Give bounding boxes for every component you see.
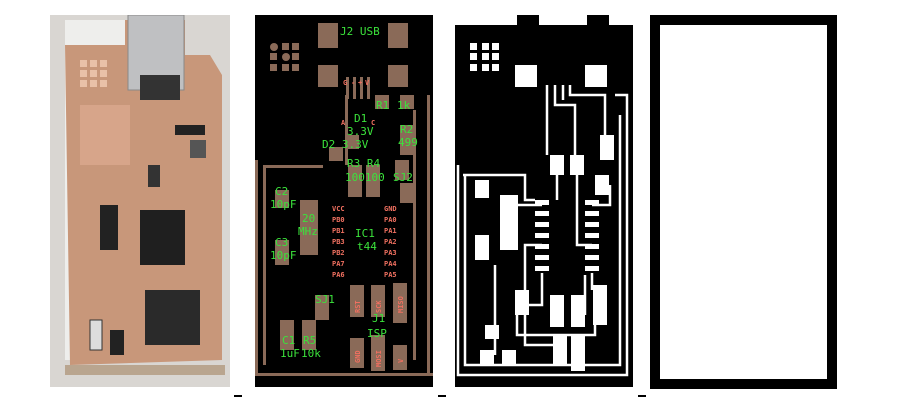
- svg-text:PB2: PB2: [332, 249, 345, 257]
- svg-text:SCK: SCK: [375, 300, 383, 313]
- r2-value: 499: [398, 136, 418, 149]
- separator-dash: [638, 395, 646, 397]
- svg-text:MISO: MISO: [397, 296, 405, 313]
- r1-label: R1: [376, 99, 389, 112]
- diode-cathode-mark: C: [371, 119, 375, 127]
- svg-text:V: V: [365, 79, 370, 87]
- usb-pin-labels: G - + V: [343, 79, 370, 87]
- board-outline: [650, 15, 837, 389]
- r2-label: R2: [400, 123, 413, 136]
- svg-text:PA5: PA5: [384, 271, 397, 279]
- c2-label: C2: [275, 185, 288, 198]
- svg-text:PA7: PA7: [332, 260, 345, 268]
- c1-value: 1uF: [280, 347, 300, 360]
- d2-label: D2 3.3V: [322, 138, 369, 151]
- svg-text:PA2: PA2: [384, 238, 397, 246]
- svg-text:PB3: PB3: [332, 238, 345, 246]
- svg-text:V: V: [397, 358, 405, 363]
- ic1-value: t44: [357, 240, 377, 253]
- separator-dash: [438, 395, 446, 397]
- svg-text:PB1: PB1: [332, 227, 345, 235]
- r3-r4-label: R3 R4: [347, 157, 380, 170]
- c2-value: 10pF: [270, 198, 297, 211]
- usb-label: J2 USB: [340, 25, 380, 38]
- svg-text:GND: GND: [354, 350, 362, 363]
- j1-label: J1: [372, 312, 385, 325]
- c3-label: C3: [275, 236, 288, 249]
- crystal-label: 20: [302, 212, 315, 225]
- svg-text:MOSI: MOSI: [375, 350, 383, 367]
- crystal-unit: MHz: [298, 225, 318, 238]
- c1-label: C1: [282, 334, 295, 347]
- sj1-label: SJ1: [315, 293, 335, 306]
- ic-left-pins: VCC PB0 PB1 PB3 PB2 PA7 PA6: [332, 205, 345, 279]
- traces-mask: [455, 15, 633, 387]
- j1-value: ISP: [367, 327, 387, 340]
- ic1-label: IC1: [355, 227, 375, 240]
- r5-value: 10k: [301, 347, 321, 360]
- board-layout: J2 USB G - + V R1 1k D1 3.3V D2 3.3V A C…: [255, 15, 433, 387]
- svg-text:-: -: [351, 79, 355, 87]
- isp-pins: RST SCK MISO GND MOSI V: [354, 296, 405, 367]
- svg-text:PA6: PA6: [332, 271, 345, 279]
- r1-value: 1k: [397, 99, 411, 112]
- r5-label: R5: [303, 334, 316, 347]
- pcb-photo: [50, 14, 230, 387]
- svg-text:RST: RST: [354, 300, 362, 313]
- separator-dash: [234, 395, 242, 397]
- r3-r4-value: 100100: [345, 171, 385, 184]
- svg-text:PA0: PA0: [384, 216, 397, 224]
- svg-text:PB0: PB0: [332, 216, 345, 224]
- svg-text:+: +: [358, 79, 362, 87]
- diode-anode-mark: A: [341, 119, 346, 127]
- d1-value: 3.3V: [347, 125, 374, 138]
- svg-text:VCC: VCC: [332, 205, 345, 213]
- c3-value: 10pF: [270, 249, 297, 262]
- svg-text:PA1: PA1: [384, 227, 397, 235]
- d1-label: D1: [354, 112, 367, 125]
- svg-text:G: G: [343, 79, 347, 87]
- svg-text:PA4: PA4: [384, 260, 397, 268]
- ic-right-pins: GND PA0 PA1 PA2 PA3 PA4 PA5: [384, 205, 397, 279]
- svg-text:PA3: PA3: [384, 249, 397, 257]
- sj2-label: SJ2: [393, 171, 413, 184]
- svg-text:GND: GND: [384, 205, 397, 213]
